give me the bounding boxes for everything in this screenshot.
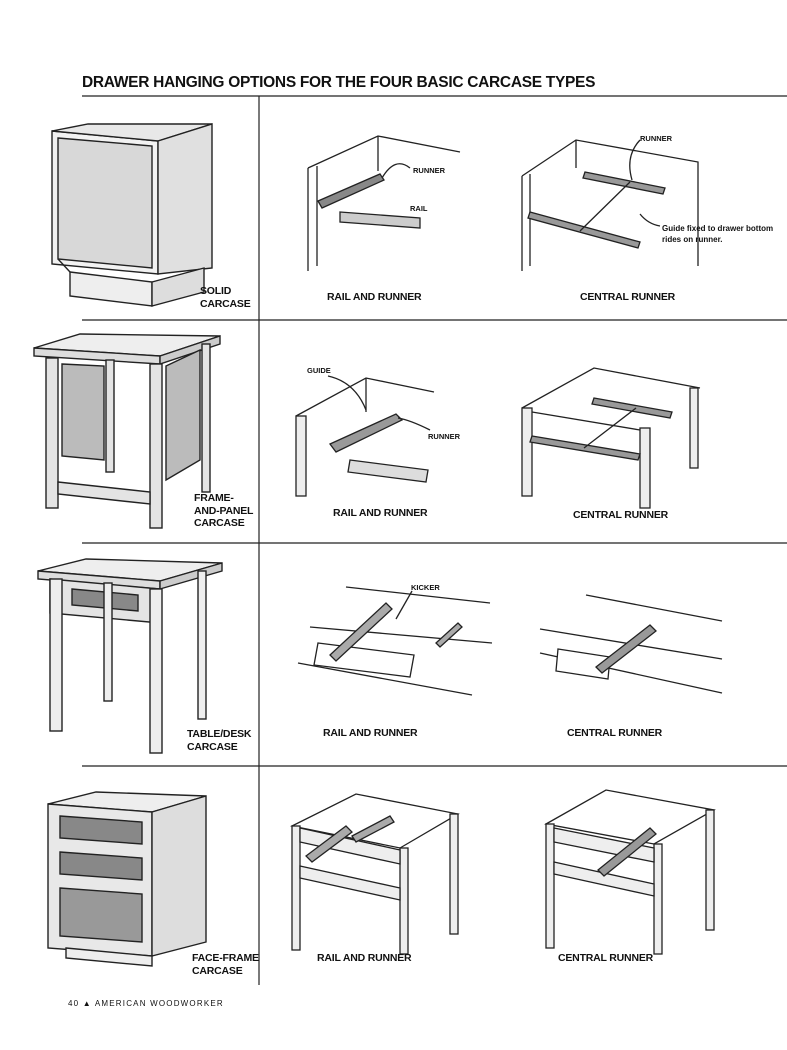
triangle-icon: ▲ <box>82 999 92 1008</box>
frame-rail-runner-diagram <box>295 375 435 497</box>
carcase-label: SOLID CARCASE <box>200 285 251 310</box>
carcase-label-line: CARCASE <box>200 297 251 310</box>
carcase-label-line: CARCASE <box>187 740 238 753</box>
row-frame-and-panel-carcase: FRAME- AND-PANEL CARCASE GUIDE RUNNER RA… <box>0 320 787 543</box>
rail-runner-label: RAIL AND RUNNER <box>317 952 412 964</box>
guide-note-line: Guide fixed to drawer bottom <box>662 224 774 233</box>
carcase-label-line: SOLID <box>200 285 232 297</box>
rail-runner-label: RAIL AND RUNNER <box>323 727 418 739</box>
callout-runner: RUNNER <box>428 432 461 441</box>
frame-central-runner-diagram <box>521 367 701 509</box>
callout-kicker: KICKER <box>411 583 440 592</box>
central-runner-label: CENTRAL RUNNER <box>573 509 669 521</box>
carcase-label: FRAME- AND-PANEL CARCASE <box>194 492 253 530</box>
guide-note-line: rides on runner. <box>662 235 723 244</box>
table-rail-runner-diagram <box>297 586 493 696</box>
carcase-label: TABLE/DESK CARCASE <box>187 728 252 753</box>
magazine-name: AMERICAN WOODWORKER <box>94 999 224 1008</box>
carcase-label-line: CARCASE <box>194 517 245 529</box>
table-desk-carcase-illustration <box>37 558 223 754</box>
carcase-label-line: CARCASE <box>192 964 243 977</box>
callout-runner: RUNNER <box>413 166 446 175</box>
callout-guide: GUIDE <box>307 366 331 375</box>
page-number: 40 <box>68 999 80 1008</box>
callout-rail: RAIL <box>410 204 428 213</box>
solid-rail-runner-diagram <box>307 135 461 271</box>
carcase-label-line: TABLE/DESK <box>187 728 252 740</box>
face-frame-carcase-illustration <box>47 791 207 967</box>
page-title: DRAWER HANGING OPTIONS FOR THE FOUR BASI… <box>82 74 596 91</box>
face-frame-rail-runner-diagram <box>290 793 460 955</box>
solid-carcase-illustration <box>51 123 213 307</box>
central-runner-label: CENTRAL RUNNER <box>567 727 663 739</box>
table-central-runner-diagram <box>539 594 723 694</box>
carcase-label-line: FACE-FRAME <box>192 952 259 964</box>
carcase-label: FACE-FRAME CARCASE <box>192 952 259 977</box>
callout-central-runner: RUNNER <box>640 134 673 143</box>
central-runner-label: CENTRAL RUNNER <box>580 291 676 303</box>
row-solid-carcase: SOLID CARCASE RUNNER RAIL RUNNER Gui <box>0 96 787 320</box>
frame-panel-carcase-illustration <box>33 333 221 529</box>
carcase-label-line: FRAME- <box>194 492 234 504</box>
row-table-desk-carcase: TABLE/DESK CARCASE KICKER RAIL AND RUNNE… <box>0 543 787 766</box>
row-face-frame-carcase: FACE-FRAME CARCASE RAIL AND RUNNER CENTR… <box>0 766 787 986</box>
carcase-label-line: AND-PANEL <box>194 504 254 517</box>
page-footer: 40 ▲ AMERICAN WOODWORKER <box>68 999 224 1008</box>
rail-runner-label: RAIL AND RUNNER <box>333 507 428 519</box>
solid-central-runner-diagram <box>521 139 699 271</box>
rail-runner-label: RAIL AND RUNNER <box>327 291 422 303</box>
face-frame-central-runner-diagram <box>544 789 716 955</box>
guide-note: Guide fixed to drawer bottom rides on ru… <box>662 223 773 245</box>
central-runner-label: CENTRAL RUNNER <box>558 952 654 964</box>
